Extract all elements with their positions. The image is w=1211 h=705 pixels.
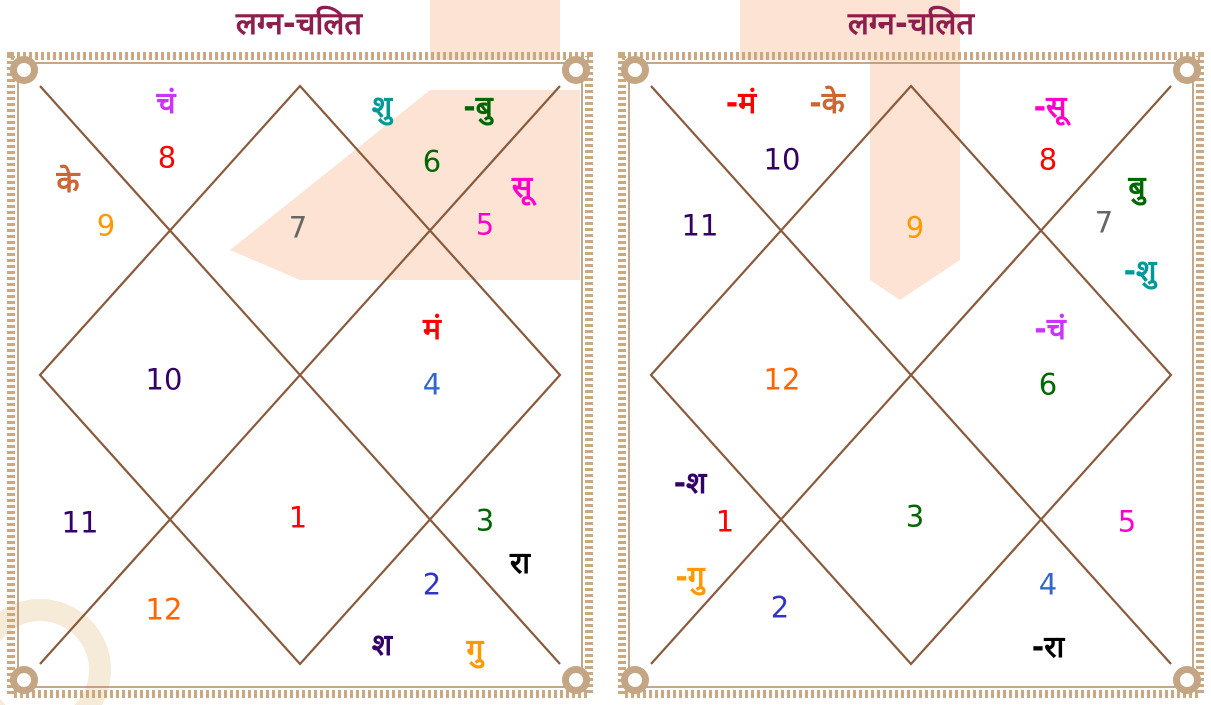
planet-label: सू [512, 173, 532, 203]
planet-label: -सू [1034, 93, 1067, 123]
planet-label: के [56, 168, 79, 198]
planet-label: -रा [1032, 633, 1065, 663]
chart-title: लग्न-चलित [612, 2, 1210, 46]
planet-label: -मं [726, 89, 756, 119]
house-number: 3 [906, 503, 924, 532]
planet-label: बु [1128, 173, 1145, 203]
house-number: 9 [906, 214, 924, 243]
planet-label: -श [674, 469, 707, 499]
house-number: 2 [771, 594, 789, 623]
chart-frame [2, 48, 600, 700]
house-number: 12 [764, 366, 801, 395]
planet-label: शु [372, 93, 392, 123]
house-number: 5 [1118, 508, 1136, 537]
lagna-chalit-chart-right [613, 48, 1211, 700]
house-number: 8 [1039, 146, 1057, 175]
house-number: 1 [289, 504, 307, 533]
planet-label: -चं [1034, 315, 1066, 345]
house-number: 5 [476, 211, 494, 240]
planet-label: श [372, 631, 392, 661]
planet-label: चं [156, 89, 175, 119]
planet-label: -गु [675, 563, 704, 593]
chart-title: लग्न-चलित [0, 2, 598, 46]
planet-label: -शु [1124, 257, 1157, 287]
house-number: 4 [423, 371, 441, 400]
house-number: 10 [146, 366, 183, 395]
planet-label: रा [510, 549, 530, 579]
house-number: 7 [289, 214, 307, 243]
house-number: 8 [158, 144, 176, 173]
house-number: 9 [97, 212, 115, 241]
house-number: 11 [682, 212, 719, 241]
house-number: 10 [764, 146, 801, 175]
house-number: 6 [423, 148, 441, 177]
house-number: 6 [1039, 371, 1057, 400]
lagna-chalit-chart-left [2, 48, 600, 700]
house-number: 4 [1039, 571, 1057, 600]
chart-frame [613, 48, 1211, 700]
house-number: 3 [476, 507, 494, 536]
planet-label: गु [467, 636, 484, 666]
planet-label: -बु [463, 93, 493, 123]
planet-label: -के [809, 89, 845, 119]
house-number: 1 [716, 508, 734, 537]
house-number: 2 [423, 571, 441, 600]
planet-label: मं [423, 315, 441, 345]
house-number: 11 [62, 509, 99, 538]
house-number: 12 [146, 596, 183, 625]
house-number: 7 [1095, 209, 1113, 238]
